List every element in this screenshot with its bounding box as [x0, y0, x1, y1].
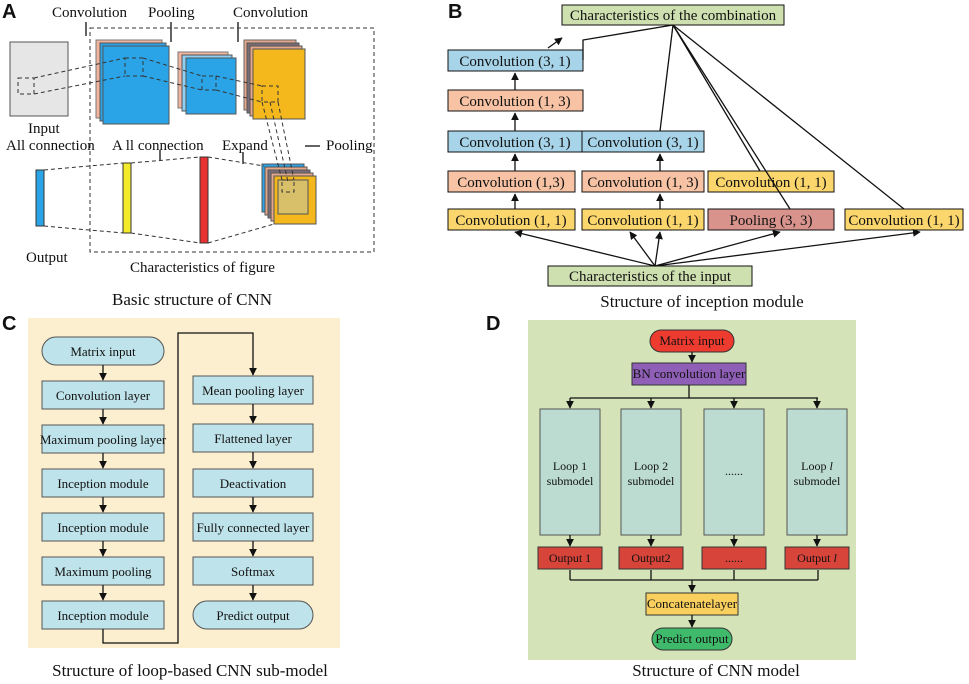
panel-a-label: A: [2, 1, 16, 23]
a-conv2-stack: [243, 39, 306, 120]
panel-a: A Convolution Pooling Convolution Input …: [2, 1, 375, 309]
d-output-box-4: [784, 546, 850, 570]
b-col1-box-5: Convolution (1, 1): [455, 213, 566, 229]
b-col3-box-2: Pooling (3, 3): [730, 213, 813, 229]
b-caption: Structure of inception module: [600, 292, 803, 311]
panel-b: B Characteristics of the combination Con…: [447, 1, 964, 311]
d-output-text-2: Output2: [631, 551, 670, 565]
a-pooled-stack: [261, 163, 317, 225]
c-left-text-4: Inception module: [57, 476, 149, 491]
d-loop-line1-4: Loop l: [801, 459, 833, 473]
c-right-box-5: [192, 556, 314, 586]
panel-b-label: B: [448, 1, 462, 23]
a-expand-label: Expand: [222, 138, 268, 154]
d-predict-text: Predict output: [655, 631, 729, 646]
c-right-box-2: [192, 423, 314, 453]
a-output-label: Output: [26, 250, 69, 266]
a-input-map: [9, 41, 69, 117]
b-col4-text: Convolution (1, 1): [848, 213, 959, 229]
a-pool-label: Pooling: [148, 5, 195, 21]
c-left-text-5: Inception module: [57, 520, 149, 535]
c-left-text-7: Inception module: [57, 608, 149, 623]
a-caption: Basic structure of CNN: [112, 290, 272, 309]
a-pool-stack: [177, 51, 237, 115]
d-bn-text: BN convolution layer: [633, 366, 746, 381]
a-conv-label-2: Convolution: [233, 5, 309, 21]
b-col1-box-1: Convolution (3, 1): [459, 54, 570, 70]
a-mid-vector: [122, 162, 132, 234]
b-input-box: [547, 265, 753, 287]
a-pool-right-label: Pooling: [326, 138, 373, 154]
d-loop-line1-2: Loop 2: [634, 459, 668, 473]
c-left-box-2: [41, 380, 165, 410]
d-loop-box-3: [703, 408, 765, 536]
b-col1: Convolution (3, 1) Convolution (1, 3) Co…: [447, 49, 584, 231]
c-right-text-6: Predict output: [216, 608, 290, 623]
a-allconn-mid: A ll connection: [112, 138, 204, 154]
c-right-text-5: Softmax: [231, 564, 276, 579]
b-input-text: Characteristics of the input: [569, 269, 732, 285]
c-caption: Structure of loop-based CNN sub-model: [52, 661, 328, 680]
c-right-text-2: Flattened layer: [214, 431, 292, 446]
d-output-box-3: [701, 546, 767, 570]
c-right-box-1: [192, 375, 314, 405]
b-col1-box-4: Convolution (1,3): [457, 175, 565, 191]
c-left-box-3: [41, 424, 165, 454]
c-left-text-6: Maximum pooling: [54, 564, 152, 579]
c-right-text-1: Mean pooling layer: [202, 383, 304, 398]
d-loop-box-2: [620, 408, 682, 536]
d-concat-text: Concatenatelayer: [647, 596, 738, 611]
d-loop-line2-2: submodel: [628, 474, 675, 488]
b-col2-box-1: Convolution (3, 1): [587, 135, 698, 151]
c-left-text-1: Matrix input: [70, 344, 136, 359]
c-left-text-2: Convolution layer: [56, 388, 151, 403]
d-loop-line2-4: submodel: [794, 474, 841, 488]
a-allconn-left: All connection: [6, 138, 95, 154]
d-loop-box-4: [786, 408, 848, 536]
b-col2: Convolution (3, 1) Convolution (1, 3) Co…: [581, 130, 705, 231]
a-red-vector: [199, 156, 209, 244]
c-left-box-5: [41, 512, 165, 542]
b-col1-box-3: Convolution (3, 1): [459, 135, 570, 151]
c-left-text-3: Maximum pooling layer: [40, 432, 167, 447]
c-right-box-3: [192, 468, 314, 498]
d-output-box-2: [618, 546, 684, 570]
b-col1-box-2: Convolution (1, 3): [459, 94, 570, 110]
b-col2-box-3: Convolution (1, 1): [587, 213, 698, 229]
a-output-vector: [35, 169, 45, 227]
a-characteristics-label: Characteristics of figure: [130, 260, 275, 276]
d-loop-line1-1: Loop 1: [553, 459, 587, 473]
b-col2-box-2: Convolution (1, 3): [587, 175, 698, 191]
a-conv-stack: [95, 39, 170, 125]
panel-d-label: D: [486, 313, 500, 335]
b-col3: Convolution (1, 1) Pooling (3, 3): [707, 170, 835, 231]
c-right-box-4: [192, 512, 314, 542]
c-right-text-3: Deactivation: [220, 476, 287, 491]
d-output-text-1: Output 1: [549, 551, 591, 565]
c-right-text-4: Fully connected layer: [197, 520, 310, 535]
c-left-box-6: [41, 556, 165, 586]
d-predict-output: [651, 627, 733, 651]
d-caption: Structure of CNN model: [632, 661, 800, 680]
d-matrix-input-text: Matrix input: [659, 333, 725, 348]
d-output-text-4: Output l: [797, 551, 837, 565]
b-col3-box-1: Convolution (1, 1): [715, 175, 826, 191]
d-loop-line1-3: ......: [725, 464, 743, 478]
d-output-text-3: ......: [725, 551, 743, 565]
d-loop-line2-1: submodel: [547, 474, 594, 488]
a-dashed-frame: [89, 27, 375, 253]
panel-c-label: C: [2, 313, 16, 335]
a-conv-label-1: Convolution: [52, 5, 128, 21]
panel-d: D Matrix input BN convolution layer Loop…: [486, 313, 856, 680]
d-output-box-1: [537, 546, 603, 570]
c-right-box-6: [192, 600, 314, 630]
a-input-label: Input: [28, 121, 60, 137]
b-combination-text: Characteristics of the combination: [570, 8, 777, 24]
